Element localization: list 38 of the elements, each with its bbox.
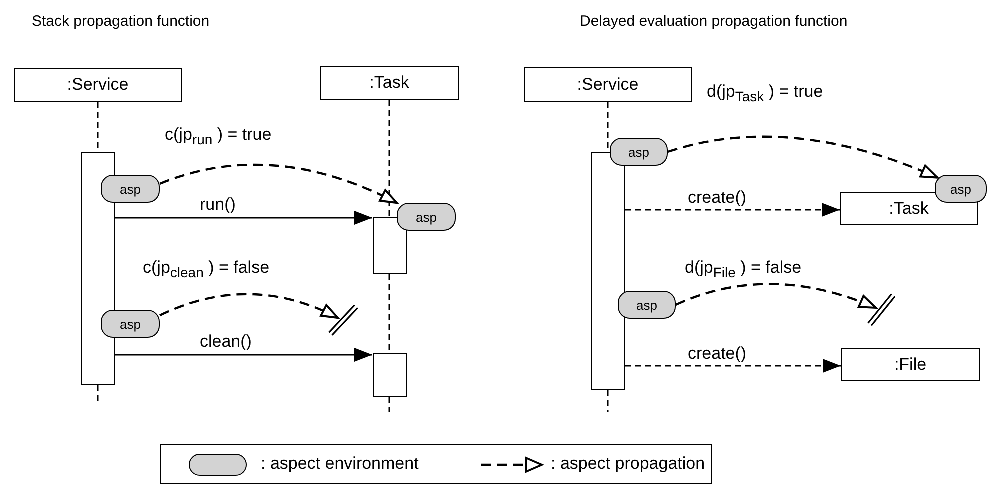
activation-bar bbox=[372, 353, 406, 397]
propagation-arrow bbox=[160, 293, 358, 337]
edge-label: clean() bbox=[200, 332, 252, 352]
edge-label: d(jp$_{File}$ ) = false bbox=[685, 258, 802, 282]
lifeline bbox=[388, 100, 390, 217]
message-arrow bbox=[625, 203, 840, 217]
panel-heading: Delayed evaluation propagation function bbox=[580, 12, 848, 32]
lifeline bbox=[388, 397, 390, 412]
object-box: :Task bbox=[320, 66, 459, 100]
activation-bar bbox=[372, 217, 406, 274]
message-arrow bbox=[625, 358, 841, 373]
edge-label: run() bbox=[200, 195, 236, 215]
aspect-pill: asp bbox=[101, 310, 160, 338]
propagation-arrow bbox=[668, 136, 939, 179]
propagation-arrow bbox=[676, 283, 896, 327]
aspect-pill: asp bbox=[618, 291, 676, 319]
aspect-pill: asp bbox=[935, 175, 987, 203]
activation-bar bbox=[591, 152, 625, 390]
legend-label: : aspect propagation bbox=[551, 454, 706, 474]
aspect-pill: asp bbox=[397, 203, 456, 231]
activation-bar bbox=[81, 152, 115, 385]
object-box: :Service bbox=[524, 67, 692, 102]
panel-heading: Stack propagation function bbox=[32, 12, 210, 32]
message-arrow bbox=[115, 348, 372, 362]
aspect-pill: asp bbox=[101, 175, 160, 203]
edge-label: c(jp$_{clean}$ ) = false bbox=[143, 258, 270, 282]
message-arrow bbox=[115, 210, 372, 225]
propagation-arrow bbox=[160, 164, 398, 204]
lifeline bbox=[607, 390, 609, 412]
legend-label: : aspect environment bbox=[261, 454, 419, 474]
aspect-pill: asp bbox=[610, 138, 668, 166]
edge-label: create() bbox=[688, 344, 747, 364]
edge-label: d(jp$_{Task}$ ) = true bbox=[707, 82, 824, 106]
object-box: :Service bbox=[14, 68, 182, 102]
object-box: :File bbox=[841, 348, 980, 381]
edge-label: create() bbox=[688, 188, 747, 208]
edge-label: c(jp$_{run}$ ) = true bbox=[165, 125, 272, 150]
lifeline bbox=[388, 274, 390, 353]
